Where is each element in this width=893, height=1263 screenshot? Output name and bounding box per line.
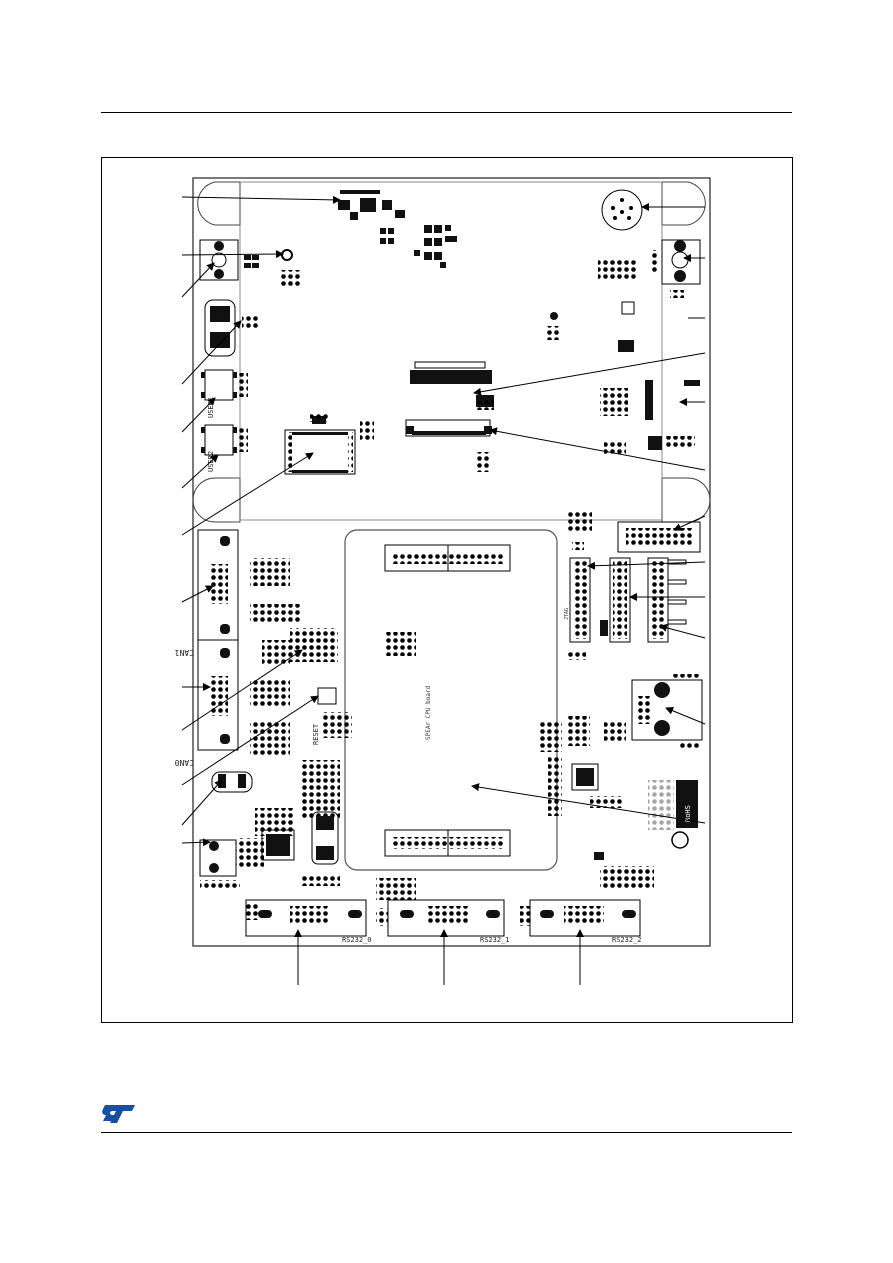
svg-text:RS232_2: RS232_2 bbox=[612, 936, 642, 944]
jtag-header: JTAG bbox=[564, 557, 591, 643]
dc-jack-right bbox=[650, 239, 701, 298]
mount-lobe-tr bbox=[661, 181, 706, 226]
cpu-module-outline bbox=[344, 529, 558, 871]
rs232-0: RS232_0 bbox=[245, 899, 372, 944]
top-ic-group bbox=[338, 190, 457, 268]
ethernet-connector bbox=[631, 674, 703, 748]
right-components bbox=[310, 258, 700, 472]
svg-text:RoHS: RoHS bbox=[684, 805, 692, 822]
svg-text:USER1: USER1 bbox=[207, 397, 215, 418]
svg-text:JTAG: JTAG bbox=[564, 608, 570, 620]
svg-text:SPEAr CPU board: SPEAr CPU board bbox=[425, 685, 432, 740]
st-logo bbox=[102, 1105, 135, 1123]
pin-header-2 bbox=[609, 557, 631, 643]
header-connector-top-right bbox=[617, 521, 701, 553]
svg-text:RS232_1: RS232_1 bbox=[480, 936, 510, 944]
mid-right-chips bbox=[540, 716, 654, 890]
bottom-components bbox=[244, 876, 532, 926]
power-section bbox=[236, 808, 339, 868]
module-connector-bottom bbox=[384, 829, 511, 857]
callouts-bottom bbox=[294, 929, 584, 985]
mount-lobe-ml bbox=[192, 477, 241, 523]
svg-text:CAN1: CAN1 bbox=[175, 648, 194, 657]
module-connector-top bbox=[384, 544, 511, 572]
svg-text:RS232_0: RS232_0 bbox=[342, 936, 372, 944]
dc-jack-lower bbox=[199, 839, 240, 888]
mount-lobe-tl bbox=[197, 181, 241, 226]
figure-frame bbox=[101, 157, 793, 1023]
svg-text:RESET: RESET bbox=[312, 723, 320, 745]
header-rule bbox=[101, 112, 792, 113]
pin-header-3 bbox=[647, 557, 687, 643]
power-jack bbox=[199, 239, 259, 281]
rohs-mark: RoHS bbox=[648, 780, 698, 849]
user-button-1: USER1 bbox=[201, 369, 248, 418]
footer-rule bbox=[101, 1132, 792, 1133]
left-mid-components: RESET bbox=[250, 558, 416, 818]
mini-header-right bbox=[566, 512, 608, 660]
can-connector-0: CAN0 bbox=[175, 639, 239, 767]
callouts-left bbox=[181, 195, 341, 847]
callouts-right bbox=[471, 203, 706, 824]
power-inductor bbox=[204, 299, 260, 357]
svg-text:CAN0: CAN0 bbox=[175, 758, 194, 767]
